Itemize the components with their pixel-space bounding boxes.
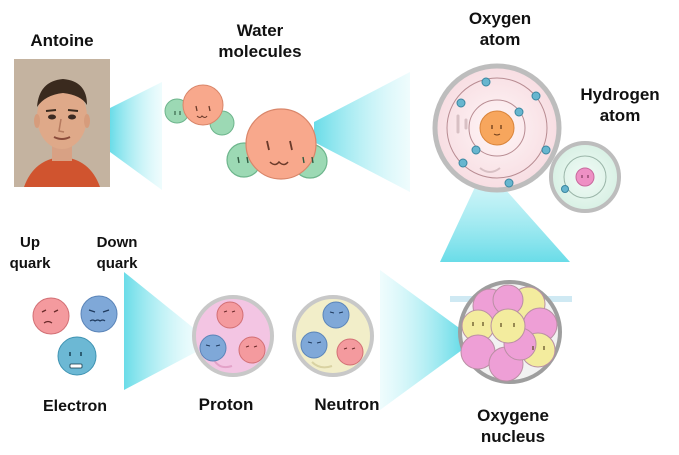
- water-molecule-large: [227, 109, 327, 179]
- label-down-quark-line2: quark: [86, 253, 148, 274]
- zoom-beam-photo-to-water: [110, 82, 162, 190]
- zoom-beam-nucleons-to-nucleus: [380, 270, 462, 410]
- oxygen-nucleus: [450, 282, 572, 382]
- label-up-quark-line1: Up: [2, 232, 58, 253]
- hydrogen-atom: [551, 143, 619, 211]
- label-oxygen-nucleus-line1: Oxygene: [458, 405, 568, 426]
- electron-icon: [58, 337, 96, 375]
- label-hydrogen-atom-line2: atom: [570, 105, 670, 126]
- label-oxygen-atom: Oxygen atom: [450, 8, 550, 50]
- down-quark-icon: [81, 296, 117, 332]
- oxygen-atom: [435, 66, 559, 190]
- label-antoine: Antoine: [20, 30, 104, 51]
- label-electron: Electron: [30, 396, 120, 417]
- neutron-ball: [294, 297, 372, 375]
- proton-ball: [194, 297, 272, 375]
- label-water-line2: molecules: [200, 41, 320, 62]
- label-water-line1: Water: [200, 20, 320, 41]
- label-oxygen-atom-line2: atom: [450, 29, 550, 50]
- up-quark-icon: [33, 298, 69, 334]
- label-down-quark-line1: Down: [86, 232, 148, 253]
- label-up-quark-line2: quark: [2, 253, 58, 274]
- portrait-photo: [14, 59, 110, 187]
- label-antoine-text: Antoine: [20, 30, 104, 51]
- label-up-quark: Up quark: [2, 232, 58, 274]
- label-hydrogen-atom: Hydrogen atom: [570, 84, 670, 126]
- label-electron-text: Electron: [30, 396, 120, 417]
- label-water-molecules: Water molecules: [200, 20, 320, 62]
- label-neutron-text: Neutron: [302, 394, 392, 415]
- label-oxygen-nucleus: Oxygene nucleus: [458, 405, 568, 447]
- label-oxygen-nucleus-line2: nucleus: [458, 426, 568, 447]
- label-hydrogen-atom-line1: Hydrogen: [570, 84, 670, 105]
- zoom-beam-quarks-to-proton: [124, 272, 196, 390]
- label-proton-text: Proton: [186, 394, 266, 415]
- portrait-illustration: [14, 59, 110, 187]
- zoom-beam-water-to-atom: [314, 72, 410, 192]
- label-down-quark: Down quark: [86, 232, 148, 274]
- label-proton: Proton: [186, 394, 266, 415]
- label-neutron: Neutron: [302, 394, 392, 415]
- label-oxygen-atom-line1: Oxygen: [450, 8, 550, 29]
- water-molecule-small: [165, 85, 234, 135]
